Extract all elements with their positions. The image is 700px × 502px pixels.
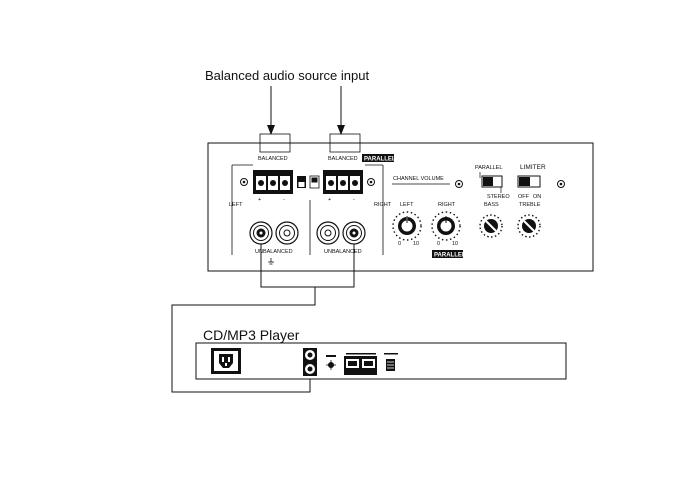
- knob-left-label: LEFT: [400, 202, 414, 208]
- volume-knob-right: [431, 211, 461, 241]
- screw-icon: [557, 180, 565, 188]
- balanced-bracket-right: [329, 133, 361, 153]
- terminal-minus-right: -: [353, 197, 355, 203]
- unbalanced-label-left: UNBALANCED: [255, 249, 293, 255]
- terminal-plus-left: +: [258, 197, 261, 203]
- network-port-icon: [344, 353, 377, 375]
- svg-text:PARALLEL: PARALLEL: [364, 157, 396, 163]
- scale-max-left: 10: [413, 241, 419, 247]
- parallel-badge-bottom: PARALLEL: [432, 250, 466, 259]
- power-socket-icon: [211, 348, 241, 374]
- knob-right-label: RIGHT: [438, 202, 456, 208]
- parallel-badge-top: PARALLEL: [362, 154, 396, 163]
- callout-arrow-left: [267, 86, 275, 135]
- volume-knob-left: [392, 211, 422, 241]
- bass-label: BASS: [484, 202, 499, 208]
- rca-output-jacks: [303, 348, 317, 376]
- limiter-on-label: ON: [533, 194, 541, 200]
- svg-text:PARALLEL: PARALLEL: [434, 253, 466, 259]
- scale-max-right: 10: [452, 241, 458, 247]
- mode-stereo-label: STEREO: [487, 194, 510, 200]
- balanced-label-left: BALANCED: [258, 156, 288, 162]
- callout-label: Balanced audio source input: [205, 68, 369, 83]
- ground-switch: [297, 175, 320, 189]
- screw-icon: [367, 178, 375, 186]
- balanced-bracket-left: [259, 133, 291, 153]
- unbalanced-label-right: UNBALANCED: [324, 249, 362, 255]
- channel-volume-label: CHANNEL VOLUME: [393, 176, 444, 182]
- ground-icon: [268, 258, 274, 265]
- balanced-label-right: BALANCED: [328, 156, 358, 162]
- bass-knob: [479, 214, 503, 238]
- scale-min-right: 0: [437, 241, 440, 247]
- treble-knob: [517, 214, 541, 238]
- treble-label: TREBLE: [519, 202, 541, 208]
- usb-port-icon: [384, 353, 398, 371]
- terminal-plus-right: +: [328, 197, 331, 203]
- terminal-minus-left: -: [283, 197, 285, 203]
- cd-mp3-player: [195, 342, 567, 380]
- limiter-switch: [517, 175, 541, 188]
- limiter-off-label: OFF: [518, 194, 530, 200]
- screw-icon: [455, 180, 463, 188]
- amplifier-panel: BALANCED BALANCED PARALLEL + -: [207, 133, 594, 272]
- mode-parallel-label: PARALLEL: [475, 165, 502, 171]
- signal-cable: [171, 244, 355, 393]
- balanced-terminal-left: [253, 170, 293, 194]
- rca-jack-left-2: [275, 221, 299, 245]
- scale-min-left: 0: [398, 241, 401, 247]
- balanced-terminal-right: [323, 170, 363, 194]
- limiter-label: LIMITER: [520, 164, 546, 171]
- rca-jack-right-1: [316, 221, 340, 245]
- player-title: CD/MP3 Player: [203, 327, 300, 343]
- screw-icon: [240, 178, 248, 186]
- left-channel-label: LEFT: [229, 202, 243, 208]
- right-channel-label: RIGHT: [374, 202, 392, 208]
- mode-switch: [481, 175, 503, 188]
- callout-arrow-right: [337, 86, 345, 135]
- fuse-icon: [326, 355, 336, 370]
- rca-jack-right-2: [342, 221, 366, 245]
- rca-jack-left-1: [249, 221, 273, 245]
